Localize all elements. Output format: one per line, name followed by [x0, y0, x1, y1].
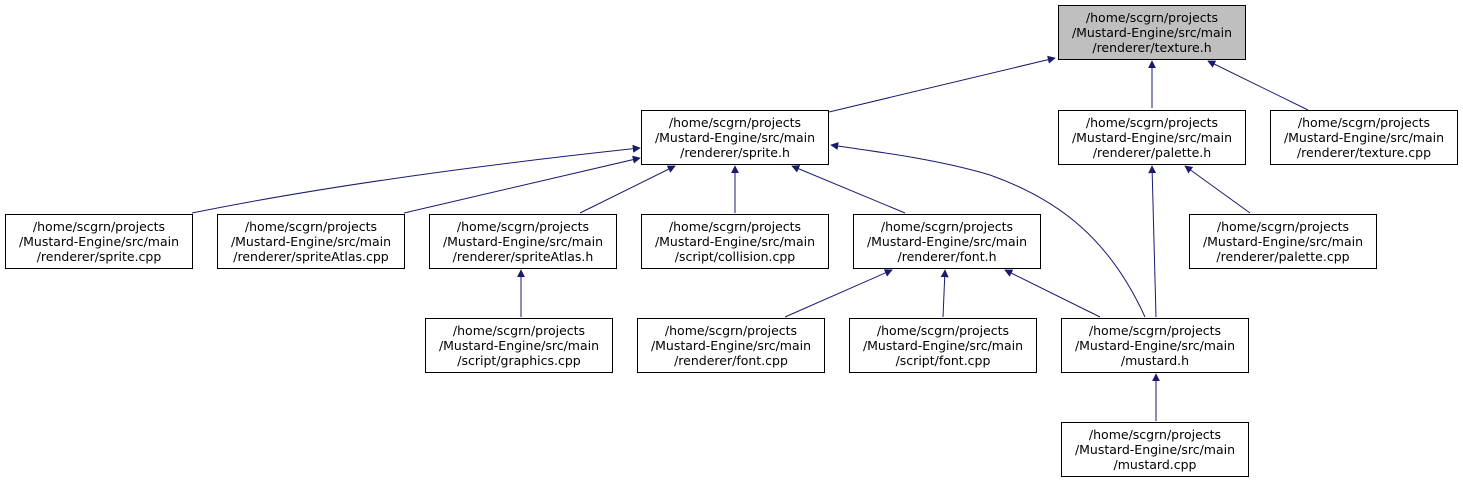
edge-sprite-h-to-texture-h — [828, 55, 1056, 113]
node-sprite-h[interactable]: /home/scgrn/projects /Mustard-Engine/src… — [641, 110, 829, 165]
node-script-font-cpp-line-3: /script/font.cpp — [895, 353, 991, 368]
node-script-font-cpp-line-2: /Mustard-Engine/src/main — [862, 338, 1024, 353]
node-texture-h: /home/scgrn/projects /Mustard-Engine/src… — [1058, 5, 1246, 60]
node-graphics-cpp[interactable]: /home/scgrn/projects /Mustard-Engine/src… — [425, 318, 613, 373]
node-mustard-cpp-line-2: /Mustard-Engine/src/main — [1074, 442, 1236, 457]
node-mustard-cpp[interactable]: /home/scgrn/projects /Mustard-Engine/src… — [1061, 422, 1249, 477]
node-spriteAtlas-cpp-line-1: /home/scgrn/projects — [244, 219, 378, 234]
node-palette-cpp-line-3: /renderer/palette.cpp — [1216, 249, 1350, 264]
node-sprite-cpp-line-3: /renderer/sprite.cpp — [36, 249, 162, 264]
node-collision-cpp-line-1: /home/scgrn/projects — [668, 219, 802, 234]
node-graphics-cpp-line-1: /home/scgrn/projects — [452, 323, 586, 338]
node-texture-cpp-line-1: /home/scgrn/projects — [1297, 115, 1431, 130]
edge-renderer-font-cpp-to-font-h — [784, 269, 893, 318]
node-spriteAtlas-h-line-1: /home/scgrn/projects — [456, 219, 590, 234]
node-renderer-font-cpp-line-1: /home/scgrn/projects — [664, 323, 798, 338]
node-mustard-h[interactable]: /home/scgrn/projects /Mustard-Engine/src… — [1061, 318, 1249, 373]
node-font-h-line-2: /Mustard-Engine/src/main — [866, 234, 1028, 249]
node-collision-cpp[interactable]: /home/scgrn/projects /Mustard-Engine/src… — [641, 214, 829, 269]
node-palette-h-line-1: /home/scgrn/projects — [1085, 115, 1219, 130]
node-spriteAtlas-cpp-line-2: /Mustard-Engine/src/main — [230, 234, 392, 249]
node-graphics-cpp-line-2: /Mustard-Engine/src/main — [438, 338, 600, 353]
edge-sprite-cpp-to-sprite-h — [191, 144, 641, 214]
node-mustard-h-line-2: /Mustard-Engine/src/main — [1074, 338, 1236, 353]
node-sprite-cpp-line-2: /Mustard-Engine/src/main — [18, 234, 180, 249]
node-renderer-font-cpp-line-2: /Mustard-Engine/src/main — [650, 338, 812, 353]
node-texture-h-line-2: /Mustard-Engine/src/main — [1071, 25, 1233, 40]
node-sprite-cpp[interactable]: /home/scgrn/projects /Mustard-Engine/src… — [5, 214, 193, 269]
edge-mustard-h-to-palette-h — [1148, 165, 1157, 318]
node-sprite-cpp-line-1: /home/scgrn/projects — [32, 219, 166, 234]
node-texture-h-line-1: /home/scgrn/projects — [1085, 10, 1219, 25]
node-mustard-cpp-line-1: /home/scgrn/projects — [1088, 427, 1222, 442]
node-palette-h[interactable]: /home/scgrn/projects /Mustard-Engine/src… — [1058, 110, 1246, 165]
edge-font-h-to-sprite-h — [791, 165, 906, 214]
node-spriteAtlas-h[interactable]: /home/scgrn/projects /Mustard-Engine/src… — [429, 214, 617, 269]
edge-spriteAtlas-h-to-sprite-h — [579, 165, 676, 214]
node-palette-cpp[interactable]: /home/scgrn/projects /Mustard-Engine/src… — [1189, 214, 1377, 269]
node-palette-h-line-2: /Mustard-Engine/src/main — [1071, 130, 1233, 145]
node-texture-cpp[interactable]: /home/scgrn/projects /Mustard-Engine/src… — [1270, 110, 1458, 165]
node-graphics-cpp-line-3: /script/graphics.cpp — [457, 353, 581, 368]
edge-palette-cpp-to-palette-h — [1184, 165, 1251, 214]
node-spriteAtlas-cpp-line-3: /renderer/spriteAtlas.cpp — [233, 249, 389, 264]
node-texture-h-line-3: /renderer/texture.h — [1092, 40, 1212, 55]
node-font-h-line-1: /home/scgrn/projects — [880, 219, 1014, 234]
edge-mustard-h-to-sprite-h — [830, 142, 1146, 318]
node-spriteAtlas-h-line-2: /Mustard-Engine/src/main — [442, 234, 604, 249]
node-script-font-cpp-line-1: /home/scgrn/projects — [876, 323, 1010, 338]
edge-texture-cpp-to-texture-h — [1207, 60, 1309, 111]
node-collision-cpp-line-3: /script/collision.cpp — [674, 249, 796, 264]
node-sprite-h-line-3: /renderer/sprite.h — [680, 145, 790, 160]
node-palette-h-line-3: /renderer/palette.h — [1092, 145, 1212, 160]
node-texture-cpp-line-2: /Mustard-Engine/src/main — [1283, 130, 1445, 145]
edge-mustard-h-to-font-h — [1004, 269, 1101, 318]
node-font-h-line-3: /renderer/font.h — [897, 249, 997, 264]
node-sprite-h-line-1: /home/scgrn/projects — [668, 115, 802, 130]
node-mustard-h-line-1: /home/scgrn/projects — [1088, 323, 1222, 338]
node-palette-cpp-line-1: /home/scgrn/projects — [1216, 219, 1350, 234]
node-renderer-font-cpp-line-3: /renderer/font.cpp — [674, 353, 788, 368]
node-script-font-cpp[interactable]: /home/scgrn/projects /Mustard-Engine/src… — [849, 318, 1037, 373]
edge-spriteAtlas-cpp-to-sprite-h — [403, 155, 641, 214]
node-spriteAtlas-h-line-3: /renderer/spriteAtlas.h — [452, 249, 594, 264]
node-mustard-h-line-3: /mustard.h — [1120, 353, 1190, 368]
node-spriteAtlas-cpp[interactable]: /home/scgrn/projects /Mustard-Engine/src… — [217, 214, 405, 269]
node-texture-cpp-line-3: /renderer/texture.cpp — [1296, 145, 1432, 160]
node-sprite-h-line-2: /Mustard-Engine/src/main — [654, 130, 816, 145]
node-palette-cpp-line-2: /Mustard-Engine/src/main — [1202, 234, 1364, 249]
node-renderer-font-cpp[interactable]: /home/scgrn/projects /Mustard-Engine/src… — [637, 318, 825, 373]
node-collision-cpp-line-2: /Mustard-Engine/src/main — [654, 234, 816, 249]
node-mustard-cpp-line-3: /mustard.cpp — [1113, 457, 1197, 472]
node-font-h[interactable]: /home/scgrn/projects /Mustard-Engine/src… — [853, 214, 1041, 269]
edge-script-font-cpp-to-font-h — [940, 269, 949, 318]
